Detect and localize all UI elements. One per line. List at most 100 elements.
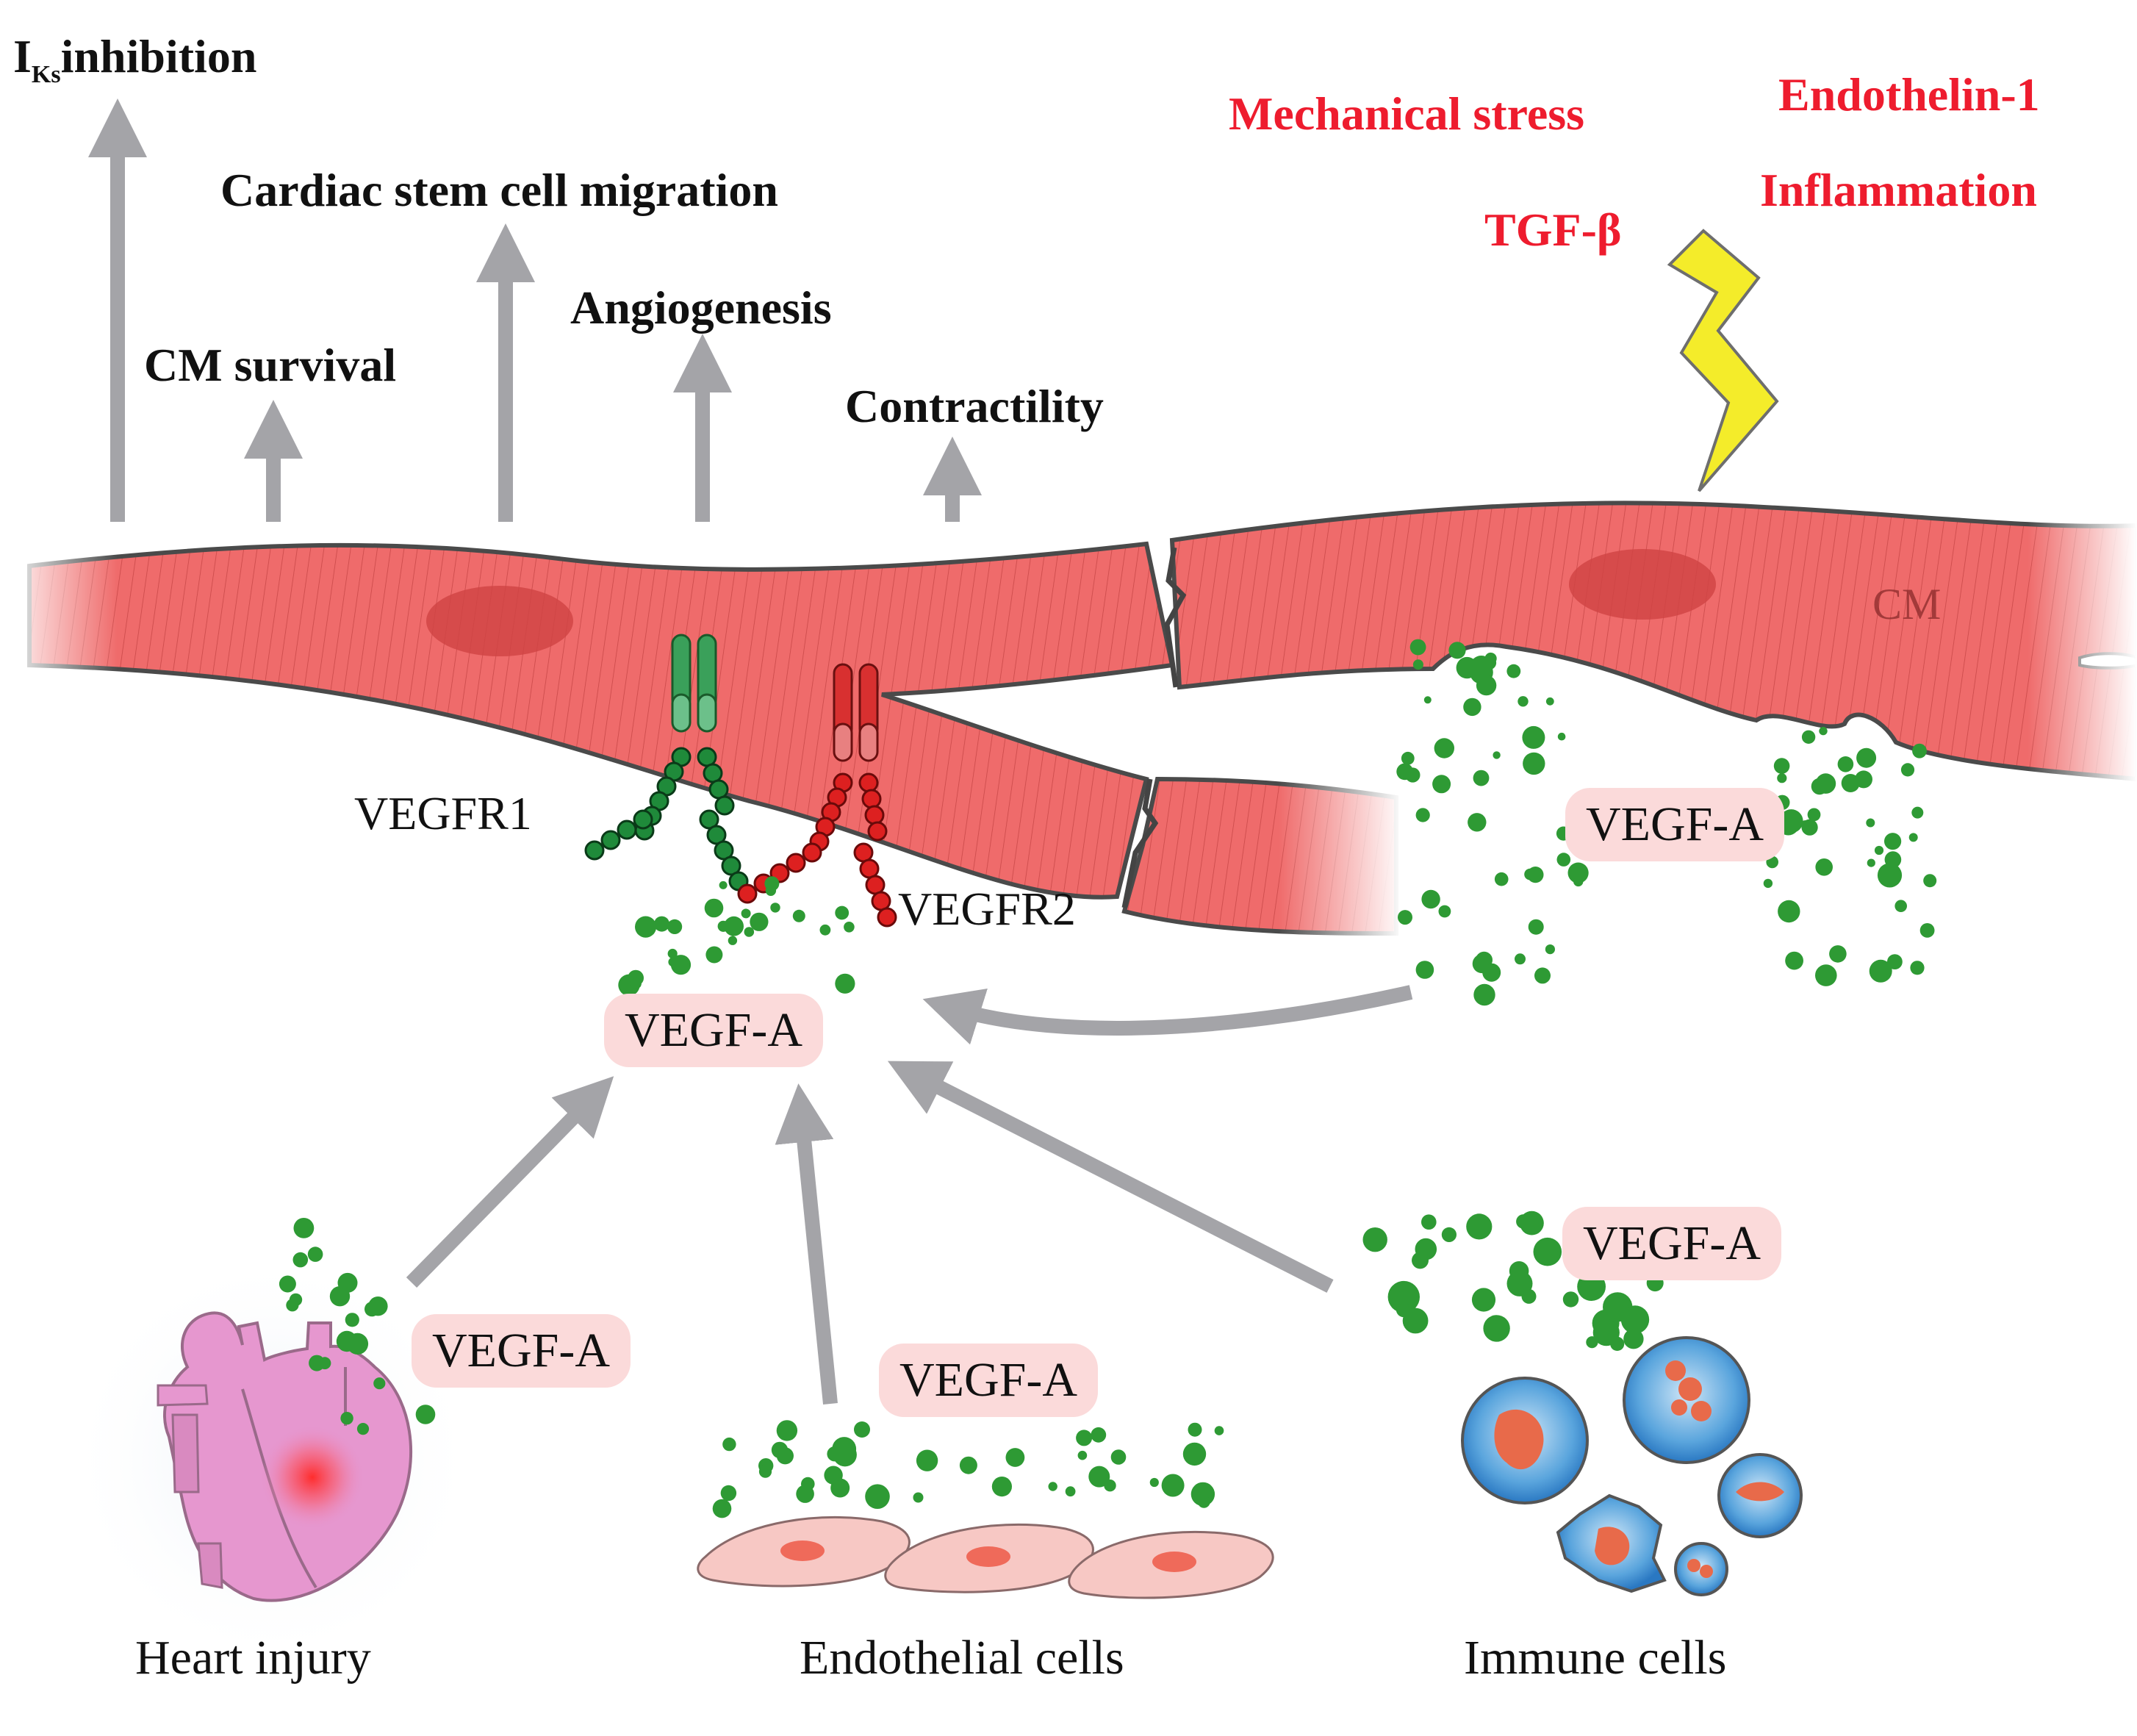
vegf-a-dot bbox=[1423, 696, 1432, 704]
vegf-a-dot bbox=[1874, 845, 1884, 856]
vegf-a-dot bbox=[292, 1252, 309, 1268]
vegf-a-dot bbox=[1777, 773, 1787, 783]
vegf-a-dot bbox=[1908, 833, 1918, 842]
vegf-a-dot bbox=[1387, 1280, 1421, 1313]
vegf-a-dot bbox=[1434, 738, 1455, 758]
vegf-a-dot bbox=[368, 1296, 388, 1316]
vegf-a-dots bbox=[279, 639, 1937, 1518]
vegf-a-dot bbox=[1557, 732, 1566, 741]
vegf-a-dot bbox=[1088, 1466, 1110, 1488]
vegf-a-dot bbox=[1401, 751, 1415, 765]
vegf-a-dot bbox=[1091, 1427, 1107, 1443]
vegf-a-dot bbox=[1065, 1486, 1076, 1497]
vegf-a-dot bbox=[1867, 858, 1875, 867]
vegf-a-dot bbox=[1869, 959, 1892, 983]
vegf-a-dot bbox=[1515, 953, 1526, 965]
endothelial-cells bbox=[697, 1516, 1274, 1599]
vegfr1-bead bbox=[600, 830, 621, 850]
vegf-a-dot bbox=[1829, 945, 1847, 963]
vegf-a-dot bbox=[1188, 1422, 1202, 1437]
vegf-a-heart: VEGF-A bbox=[412, 1314, 631, 1388]
vegf-a-dot bbox=[631, 978, 642, 989]
vegf-a-dot bbox=[1149, 1477, 1159, 1488]
arrow-from-immune bbox=[887, 1061, 1334, 1293]
vegf-a-dot bbox=[307, 1247, 323, 1262]
label-tgf-beta: TGF-β bbox=[1484, 204, 1622, 256]
vegf-a-dot bbox=[1910, 961, 1925, 975]
vegfr1-bead bbox=[708, 779, 729, 800]
vegf-a-dot bbox=[340, 1412, 353, 1425]
vegf-a-dot bbox=[1415, 961, 1434, 979]
vegf-a-dot bbox=[1887, 954, 1903, 969]
vegf-a-dot bbox=[761, 1465, 772, 1474]
vegf-a-dot bbox=[741, 908, 751, 919]
vegf-a-dot bbox=[1409, 639, 1426, 656]
vegfr2-bead bbox=[786, 853, 806, 873]
vegf-a-dot bbox=[717, 920, 729, 932]
cardiomyocyte-right bbox=[1169, 501, 2137, 782]
vegf-a-dot bbox=[289, 1293, 303, 1307]
vegf-a-dot bbox=[1778, 900, 1800, 923]
vegf-a-dot bbox=[704, 898, 724, 918]
vegf-a-dot bbox=[1110, 1449, 1127, 1465]
vegf-a-dot bbox=[1801, 730, 1816, 744]
vegfr2-bead bbox=[877, 907, 897, 928]
vegf-a-dot bbox=[1441, 1227, 1457, 1242]
vegf-a-dot bbox=[1494, 872, 1509, 886]
vegf-a-dot bbox=[1432, 775, 1451, 794]
vegf-a-dot bbox=[1076, 1430, 1093, 1446]
vegf-a-dot bbox=[279, 1275, 296, 1293]
vegf-a-dot bbox=[1493, 751, 1501, 759]
vegf-a-dot bbox=[765, 885, 777, 897]
vegf-a-dot bbox=[705, 946, 723, 964]
vegf-a-dot bbox=[719, 880, 728, 889]
vegfr1-bead bbox=[714, 795, 735, 816]
source-arrows bbox=[406, 985, 1413, 1405]
vegf-a-dot bbox=[720, 1485, 737, 1502]
injured-heart bbox=[66, 1253, 478, 1665]
vegf-a-dot bbox=[415, 1405, 436, 1424]
vegf-a-dot bbox=[712, 1499, 732, 1518]
vegf-a-dot bbox=[819, 924, 831, 936]
label-cm: CM bbox=[1872, 580, 1942, 628]
vegf-a-dot bbox=[833, 1443, 857, 1467]
nucleus-right bbox=[1569, 549, 1716, 620]
label-vegfr1: VEGFR1 bbox=[354, 787, 532, 839]
vegf-a-dot bbox=[1468, 813, 1487, 832]
vegf-a-dot bbox=[1473, 983, 1495, 1006]
vegf-a-dot bbox=[1556, 853, 1571, 867]
vegf-a-dot bbox=[1911, 806, 1924, 819]
vegfr2-bead bbox=[864, 805, 885, 825]
label-vegfr2: VEGFR2 bbox=[898, 883, 1076, 935]
label-heart-injury: Heart injury bbox=[135, 1631, 371, 1685]
vegf-a-dot bbox=[1518, 696, 1529, 707]
vegf-a-dot bbox=[1866, 818, 1875, 828]
vegf-a-dot bbox=[959, 1456, 977, 1474]
label-iks-inhibition: IKsinhibition bbox=[13, 30, 257, 88]
vegf-a-dot bbox=[1483, 1315, 1510, 1342]
label-cm-survival: CM survival bbox=[144, 339, 397, 391]
vegf-a-dot bbox=[1005, 1448, 1025, 1467]
vegf-a-dot bbox=[1421, 1214, 1437, 1230]
vegfr1-bead bbox=[633, 809, 653, 830]
vegf-a-dot bbox=[1779, 809, 1803, 833]
vegf-a-dot bbox=[1077, 1450, 1088, 1460]
vegf-a-dot bbox=[1534, 967, 1551, 984]
label-endothelin: Endothelin-1 bbox=[1778, 68, 2040, 121]
vegfr1-bead bbox=[697, 747, 717, 767]
vegf-a-dot bbox=[293, 1218, 315, 1238]
vegf-a-dot bbox=[1800, 820, 1809, 828]
vegfr2-bead bbox=[859, 858, 880, 879]
vegf-a-dot bbox=[776, 1447, 794, 1465]
vegfr2-bead bbox=[865, 875, 886, 895]
vegf-a-dot bbox=[1773, 758, 1790, 774]
vegf-a-dot bbox=[1919, 923, 1935, 938]
vegf-a-dot bbox=[728, 936, 738, 945]
vegf-a-dot bbox=[667, 948, 678, 959]
vegf-a-dot bbox=[1579, 1285, 1592, 1298]
vegf-a-dot bbox=[991, 1477, 1012, 1497]
vegfr1-receptor bbox=[584, 634, 749, 892]
vegf-a-dot bbox=[1523, 752, 1545, 775]
vegf-a-dot bbox=[750, 912, 769, 931]
